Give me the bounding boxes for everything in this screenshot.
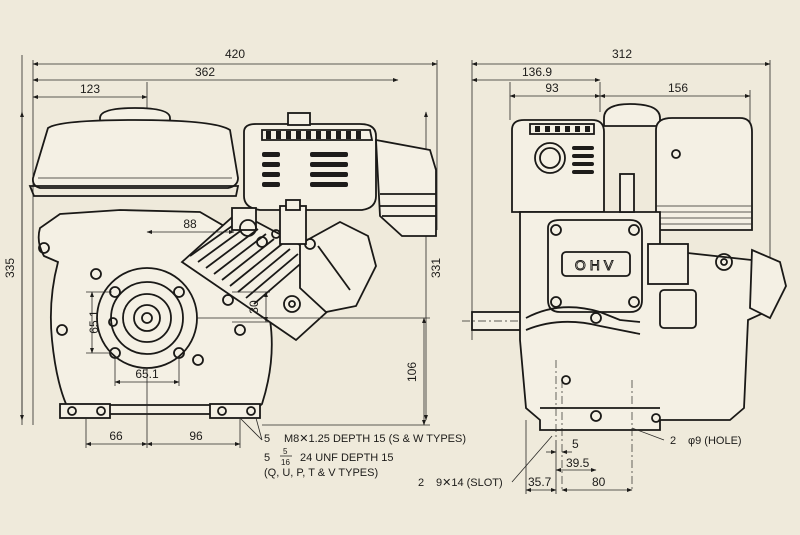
dim-mount-66: 66 bbox=[85, 429, 148, 446]
dim-overall-length-label: 420 bbox=[225, 47, 245, 61]
dim-overall-width: 312 bbox=[471, 47, 771, 66]
dim-length-123: 123 bbox=[32, 82, 148, 99]
note2-count: 5 bbox=[264, 452, 270, 464]
dim-mount-96-label: 96 bbox=[189, 429, 203, 443]
note1-count: 5 bbox=[264, 433, 270, 445]
dim-bolt-pitch-v-label: 65.1 bbox=[87, 310, 101, 334]
engine-side-outline bbox=[28, 107, 437, 419]
dim-slot-35: 35.7 bbox=[525, 420, 557, 494]
engine-front-outline bbox=[462, 103, 787, 490]
dim-width-136: 136.9 bbox=[471, 65, 601, 82]
dim-height-335-label: 335 bbox=[3, 258, 17, 278]
dim-slot-80: 80 bbox=[561, 475, 633, 492]
dim-shaft-height-label: 106 bbox=[405, 362, 419, 382]
note1-text: M8✕1.25 DEPTH 15 (S & W TYPES) bbox=[284, 433, 466, 445]
dim-length-123-label: 123 bbox=[80, 82, 100, 96]
hole-callout: 2 φ9 (HOLE) bbox=[670, 435, 742, 447]
dim-slot-39-label: 39.5 bbox=[566, 456, 590, 470]
note2-frac-num: 5 bbox=[283, 447, 288, 456]
front-view: 312 136.9 93 156 bbox=[418, 47, 787, 494]
dim-mount-66-label: 66 bbox=[109, 429, 123, 443]
thread-note-metric: 5 M8✕1.25 DEPTH 15 (S & W TYPES) bbox=[264, 433, 466, 445]
note2-types: (Q, U, P, T & V TYPES) bbox=[264, 467, 378, 479]
dim-overall-width-label: 312 bbox=[612, 47, 632, 61]
hole-count: 2 bbox=[670, 435, 676, 447]
slot-callout: 2 9✕14 (SLOT) bbox=[418, 477, 503, 489]
dim-mount-96: 96 bbox=[146, 429, 241, 446]
side-view: 420 362 123 335 331 bbox=[3, 47, 466, 479]
thread-note-unf: 5 5 16 24 UNF DEPTH 15 (Q, U, P, T & V T… bbox=[264, 447, 394, 479]
dim-bolt-pitch-v: 65.1 bbox=[86, 291, 112, 354]
note2-text: 24 UNF DEPTH 15 bbox=[300, 452, 394, 464]
dim-length-362: 362 bbox=[32, 65, 399, 82]
dim-width-156: 156 bbox=[599, 81, 751, 98]
hole-text: φ9 (HOLE) bbox=[688, 435, 742, 447]
dim-offset-88-label: 88 bbox=[183, 217, 197, 231]
dim-overall-length: 420 bbox=[32, 47, 438, 66]
slot-count: 2 bbox=[418, 477, 424, 489]
note2-frac-den: 16 bbox=[281, 458, 290, 467]
slot-text: 9✕14 (SLOT) bbox=[436, 477, 503, 489]
dim-boss-30: 30 bbox=[232, 291, 270, 323]
dim-boss-30-label: 30 bbox=[247, 300, 261, 314]
dim-width-156-label: 156 bbox=[668, 81, 688, 95]
dim-height-331-label: 331 bbox=[429, 258, 443, 278]
dim-shaft-height: 106 bbox=[197, 317, 430, 426]
ohv-label: OHV bbox=[575, 257, 617, 273]
dim-width-93-label: 93 bbox=[545, 81, 559, 95]
dim-height-335: 335 bbox=[3, 111, 24, 421]
dim-slot-5: 5 bbox=[546, 437, 579, 454]
dim-offset-88: 88 bbox=[146, 217, 235, 234]
dim-slot-39: 39.5 bbox=[555, 456, 597, 472]
dim-slot-80-label: 80 bbox=[592, 475, 606, 489]
dim-slot-5-label: 5 bbox=[572, 437, 579, 451]
dim-width-136-label: 136.9 bbox=[522, 65, 552, 79]
dim-width-93: 93 bbox=[509, 81, 601, 98]
dim-length-362-label: 362 bbox=[195, 65, 215, 79]
dim-slot-35-label: 35.7 bbox=[528, 475, 552, 489]
